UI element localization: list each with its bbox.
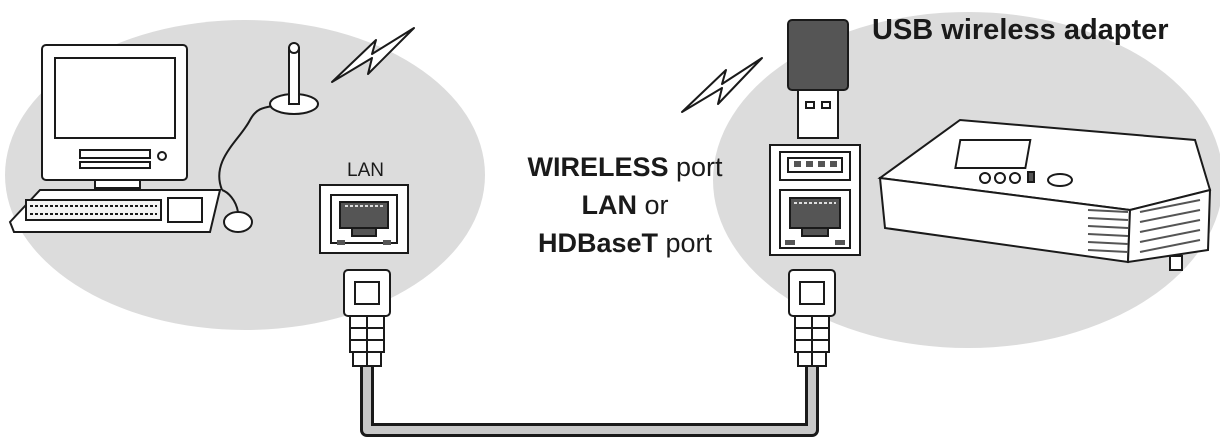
port-line-hdbaset-rest: port — [658, 228, 713, 258]
port-line-lan-rest: or — [636, 190, 669, 220]
computer-icon — [8, 44, 253, 233]
port-line-wireless: WIRELESS port — [490, 148, 760, 186]
projector-icon — [877, 118, 1212, 271]
port-line-wireless-bold: WIRELESS — [527, 152, 669, 182]
usb-wireless-adapter-icon — [787, 19, 849, 139]
port-line-hdbaset-bold: HDBaseT — [537, 228, 658, 258]
usb-wireless-adapter-label: USB wireless adapter — [872, 14, 1169, 46]
port-line-lan-bold: LAN — [581, 190, 637, 220]
computer-lan-port-icon — [319, 184, 409, 254]
network-cable — [360, 330, 819, 437]
port-line-hdbaset: HDBaseT port — [490, 224, 760, 262]
right-wireless-signal-icon — [681, 57, 763, 113]
network-cable-inner — [363, 330, 816, 434]
port-line-lan: LAN or — [490, 186, 760, 224]
projector-port-label: WIRELESS port LAN or HDBaseT port — [490, 148, 760, 262]
lan-port-label: LAN — [347, 160, 384, 181]
port-line-wireless-rest: port — [668, 152, 723, 182]
left-wireless-signal-icon — [331, 27, 415, 83]
projector-port-panel-icon — [769, 144, 861, 256]
antenna-icon — [218, 42, 319, 191]
right-rj45-connector-icon — [788, 269, 836, 367]
left-rj45-connector-icon — [343, 269, 391, 367]
